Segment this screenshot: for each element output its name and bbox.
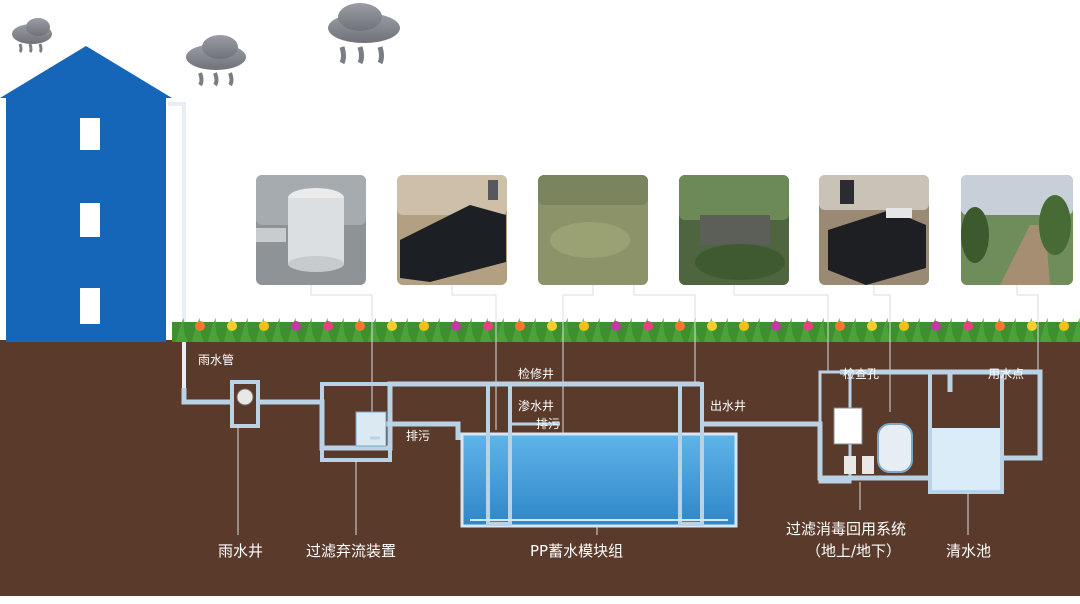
window (80, 118, 100, 150)
downspout-pipe (168, 102, 186, 390)
grass-blade (752, 318, 764, 342)
grass-blade (496, 318, 508, 342)
grass-blade (432, 318, 444, 342)
grass-blade (400, 318, 412, 342)
garden-photo (679, 175, 789, 285)
grass-blade (208, 318, 220, 342)
flower (323, 321, 333, 331)
flower (803, 321, 813, 331)
grass-blade (304, 318, 316, 342)
grass-blade (624, 318, 636, 342)
filter-device-box (320, 382, 392, 535)
cloud-icon (12, 18, 52, 54)
grass-blade (976, 318, 988, 342)
flower (579, 321, 589, 331)
building (0, 46, 172, 342)
inspection-well-label: 检修井 (518, 366, 554, 381)
underground-tank-photo (819, 175, 929, 285)
outlet-well-label: 出水井 (710, 399, 746, 413)
flower (547, 321, 557, 331)
bottom-margin (0, 596, 1080, 604)
flower-row (176, 318, 1080, 342)
grass-blade (1008, 318, 1020, 342)
grass-field-photo (538, 175, 648, 285)
filter-device-label: 过滤弃流装置 (306, 542, 396, 560)
flower (611, 321, 621, 331)
grass-blade (528, 318, 540, 342)
filter-device-photo (256, 175, 366, 285)
flower (643, 321, 653, 331)
callout-lines (310, 285, 1039, 455)
flower (1059, 321, 1069, 331)
recycle-system-label: 过滤消毒回用系统 (786, 520, 906, 538)
drain-label-1: 排污 (406, 429, 430, 443)
pp-storage-module (460, 382, 738, 535)
grass-blade (592, 318, 604, 342)
flower (995, 321, 1005, 331)
inspection-hole-label: 检查孔 (843, 366, 879, 381)
grass-blade (688, 318, 700, 342)
rainwater-well (230, 380, 260, 535)
grass-blade (816, 318, 828, 342)
rainwater-well-label: 雨水井 (218, 542, 263, 560)
grass-blade (912, 318, 924, 342)
clear-pool-label: 清水池 (946, 542, 991, 560)
cloud-icon (186, 35, 246, 87)
flower (195, 321, 205, 331)
flower (931, 321, 941, 331)
flower (899, 321, 909, 331)
grass-blade (176, 318, 188, 342)
flower (963, 321, 973, 331)
grass-blade (720, 318, 732, 342)
grass-blade (944, 318, 956, 342)
flower (867, 321, 877, 331)
seepage-well-label: 渗水井 (518, 398, 554, 413)
grass-blade (784, 318, 796, 342)
pp-module-label: PP蓄水模块组 (530, 542, 623, 560)
flower (387, 321, 397, 331)
grass-blade (464, 318, 476, 342)
flower (451, 321, 461, 331)
grass-blade (1040, 318, 1052, 342)
flower (835, 321, 845, 331)
tank-install-photo (397, 175, 507, 285)
grass-blade (272, 318, 284, 342)
flower (419, 321, 429, 331)
drain-label-2: 排污 (536, 417, 560, 431)
clear-water-pool (928, 370, 1004, 535)
water-point-label: 用水点 (988, 367, 1024, 381)
flower (355, 321, 365, 331)
flower (771, 321, 781, 331)
flower (291, 321, 301, 331)
grass-blade (848, 318, 860, 342)
flower (675, 321, 685, 331)
grass-blade (1072, 318, 1080, 342)
grass-blade (336, 318, 348, 342)
flower (707, 321, 717, 331)
flower (1027, 321, 1037, 331)
cloud-icon (328, 3, 400, 65)
window (80, 203, 100, 237)
recycle-system (818, 370, 913, 510)
flower (739, 321, 749, 331)
grass-blade (880, 318, 892, 342)
rain-pipe-label: 雨水管 (198, 352, 234, 367)
grass-blade (240, 318, 252, 342)
recycle-system-sublabel: （地上/地下） (806, 542, 901, 560)
flower (259, 321, 269, 331)
grass-blade (368, 318, 380, 342)
park-path-photo (961, 175, 1073, 285)
grass-blade (656, 318, 668, 342)
flower (515, 321, 525, 331)
window (80, 288, 100, 324)
flower (483, 321, 493, 331)
flower (227, 321, 237, 331)
